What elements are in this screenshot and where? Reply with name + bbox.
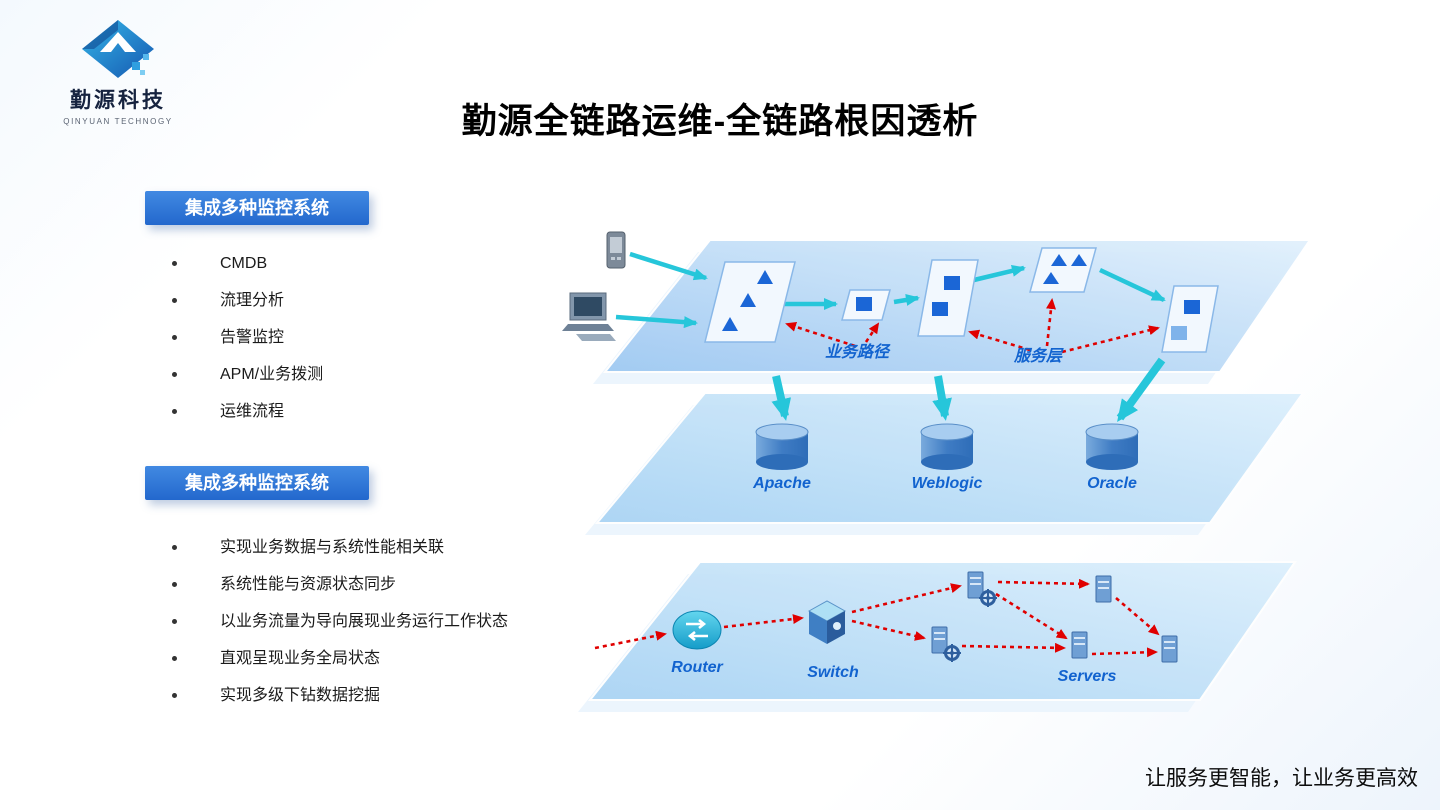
service-node-top-card: [1029, 247, 1097, 293]
bullet-icon: [172, 409, 177, 414]
root-cause-arrows-top: [785, 298, 1160, 354]
list-item: 运维流程: [150, 393, 630, 430]
server-icon: [1161, 635, 1178, 663]
flow-arrows-cyan: [615, 251, 1166, 329]
bullet-icon: [172, 261, 177, 266]
apache-database-icon: [755, 423, 809, 470]
list-item-text: 直观呈现业务全局状态: [220, 650, 381, 667]
gear-icon: [979, 589, 997, 607]
switch-icon: [807, 600, 847, 644]
list-item-text: APM/业务拨测: [220, 366, 324, 383]
router-icon: [672, 610, 722, 650]
desktop-computer-icon: [562, 292, 616, 341]
list-item: APM/业务拨测: [150, 356, 630, 393]
business-path-label: 业务路径: [825, 343, 891, 361]
list-item-text: 流理分析: [220, 292, 285, 309]
business-node-card: [704, 261, 796, 343]
list-item-text: 以业务流量为导向展现业务运行工作状态: [220, 613, 509, 630]
weblogic-label: Weblogic: [912, 475, 983, 492]
bullet-icon: [172, 372, 177, 377]
bullet-icon: [172, 619, 177, 624]
panel2-list: 实现业务数据与系统性能相关联 系统性能与资源状态同步 以业务流量为导向展现业务运…: [150, 529, 630, 714]
server-icon: [967, 571, 984, 599]
phone-icon: [606, 231, 626, 269]
bullet-icon: [172, 545, 177, 550]
bullet-icon: [172, 582, 177, 587]
list-item: 告警监控: [150, 319, 630, 356]
company-name: 勤源科技: [70, 89, 166, 112]
network-plane: [578, 561, 1297, 712]
page-title: 勤源全链路运维-全链路根因透析: [461, 102, 979, 142]
bullet-icon: [172, 335, 177, 340]
panel1-list: CMDB 流理分析 告警监控 APM/业务拨测 运维流程: [150, 245, 630, 430]
list-item-text: 告警监控: [220, 329, 285, 346]
server-icon: [1071, 631, 1088, 659]
oracle-label: Oracle: [1087, 475, 1137, 492]
router-label: Router: [671, 659, 723, 676]
panel2-header: 集成多种监控系统: [145, 466, 369, 500]
service-node-card: [917, 259, 979, 337]
list-item: 以业务流量为导向展现业务运行工作状态: [150, 603, 630, 640]
bullet-icon: [172, 656, 177, 661]
list-item: 实现多级下钻数据挖掘: [150, 677, 630, 714]
footer-slogan: 让服务更智能，让业务更高效: [1145, 767, 1418, 790]
architecture-diagram: 业务路径 服务层 Apache Weblogic Oracle: [562, 231, 1312, 712]
list-item: 直观呈现业务全局状态: [150, 640, 630, 677]
layer-down-arrows: [771, 357, 1166, 423]
list-item: 实现业务数据与系统性能相关联: [150, 529, 630, 566]
service-node-right-card: [1161, 285, 1219, 353]
weblogic-database-icon: [920, 423, 974, 470]
company-logo-icon: [82, 20, 154, 78]
list-item: CMDB: [150, 245, 630, 282]
list-item-text: 实现业务数据与系统性能相关联: [220, 539, 445, 556]
bullet-icon: [172, 298, 177, 303]
company-logo: 勤源科技 QINYUAN TECHNOGY: [56, 18, 180, 126]
service-layer-label: 服务层: [1013, 347, 1064, 365]
bullet-icon: [172, 693, 177, 698]
apache-label: Apache: [752, 475, 811, 492]
server-icon: [1095, 575, 1112, 603]
server-icon: [931, 626, 948, 654]
list-item-text: CMDB: [220, 255, 268, 272]
list-item: 系统性能与资源状态同步: [150, 566, 630, 603]
list-item-text: 运维流程: [220, 403, 285, 420]
gear-icon: [943, 644, 961, 662]
list-item-text: 系统性能与资源状态同步: [220, 576, 397, 593]
switch-label: Switch: [807, 664, 859, 681]
oracle-database-icon: [1085, 423, 1139, 470]
company-subtitle: QINYUAN TECHNOGY: [63, 117, 173, 126]
panel1-header: 集成多种监控系统: [145, 191, 369, 225]
list-item: 流理分析: [150, 282, 630, 319]
list-item-text: 实现多级下钻数据挖掘: [220, 687, 381, 704]
servers-label: Servers: [1058, 668, 1117, 685]
root-cause-arrows-network: [594, 578, 1160, 658]
business-node-small: [841, 289, 891, 321]
